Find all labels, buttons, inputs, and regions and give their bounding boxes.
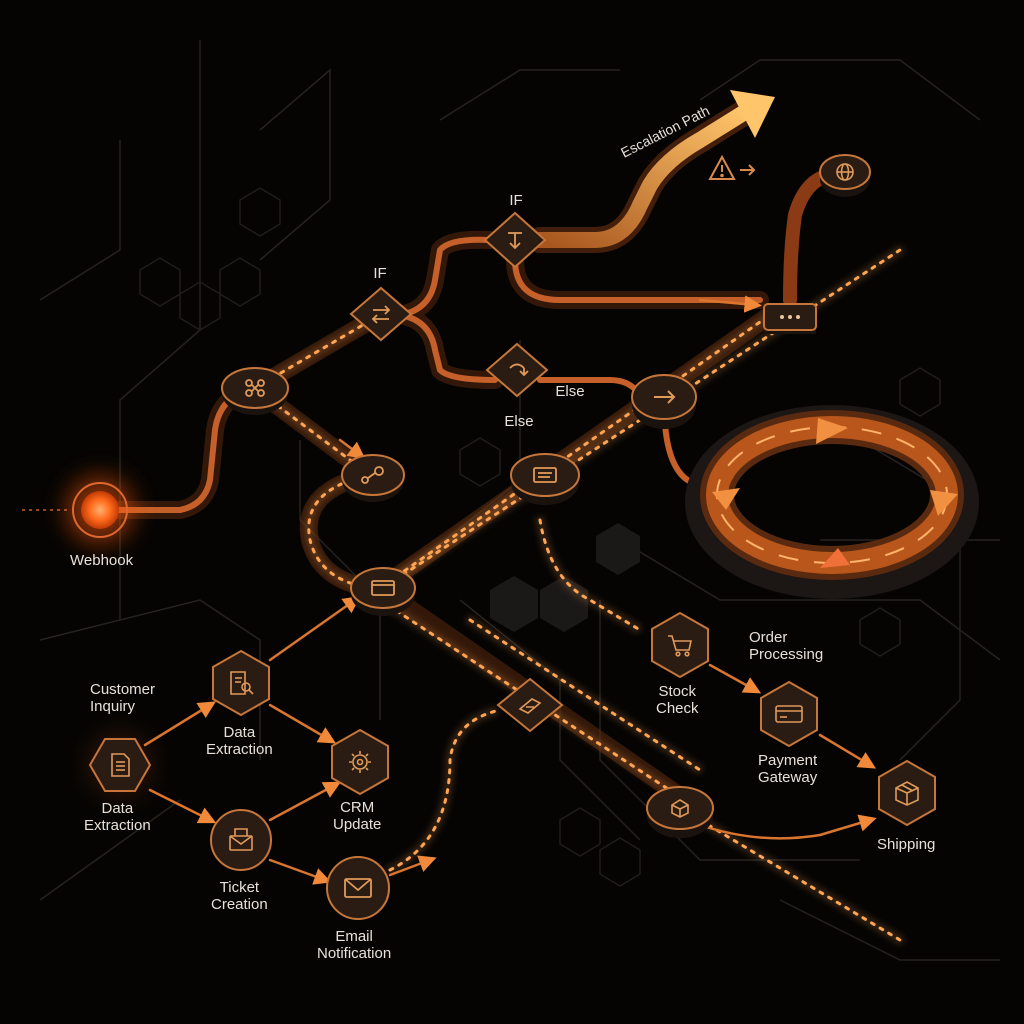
ticket-creation-label: Ticket Creation xyxy=(211,879,268,913)
if-label-top: IF xyxy=(509,192,522,209)
data-extraction-top-node[interactable] xyxy=(212,649,270,717)
node-network-icon xyxy=(245,379,265,397)
ellipsis-icon xyxy=(780,315,800,319)
if-label-mid: IF xyxy=(373,265,386,282)
if-node-top[interactable] xyxy=(483,211,547,269)
envelope-icon xyxy=(344,878,372,898)
curved-arrow-icon xyxy=(509,363,529,377)
shipping-label: Shipping xyxy=(877,836,936,853)
more-node[interactable] xyxy=(763,303,817,334)
globe-icon xyxy=(836,163,854,181)
data-extraction-left-label: Data Extraction xyxy=(84,800,151,834)
loop-cycle-icon xyxy=(685,405,979,599)
database-node[interactable] xyxy=(510,453,580,505)
document-icon xyxy=(111,753,130,777)
email-notification-label: Email Notification xyxy=(317,928,392,962)
globe-node[interactable] xyxy=(819,154,871,197)
node-hub[interactable] xyxy=(221,367,289,415)
package-icon xyxy=(671,799,689,818)
ticket-creation-node[interactable] xyxy=(210,809,272,871)
else-label-right: Else xyxy=(555,383,584,400)
split-branch-icon xyxy=(508,232,522,250)
credit-card-icon xyxy=(775,705,803,723)
payment-gateway-node[interactable] xyxy=(760,680,818,748)
escalation-path-arrow xyxy=(527,90,775,253)
order-processing-label: Order Processing xyxy=(749,629,824,663)
route-node[interactable] xyxy=(341,454,405,502)
server-card-icon xyxy=(533,467,557,483)
mail-document-icon xyxy=(229,828,253,851)
crm-update-label: CRM Update xyxy=(333,799,382,833)
package-node[interactable] xyxy=(646,786,714,838)
else-label-below: Else xyxy=(504,413,533,430)
window-icon xyxy=(371,580,395,596)
warning-triangle-icon xyxy=(708,154,756,180)
tool-diamond-icon xyxy=(518,698,542,714)
cart-icon xyxy=(668,635,692,657)
data-extraction-top-label: Data Extraction xyxy=(206,724,273,758)
email-notification-node[interactable] xyxy=(326,856,390,920)
arrow-right-icon xyxy=(654,390,676,404)
branch-path-icon xyxy=(361,466,384,484)
swap-arrows-icon xyxy=(371,305,391,324)
webhook-source[interactable] xyxy=(22,476,134,544)
crm-update-node[interactable] xyxy=(331,728,389,796)
glowing-source-icon xyxy=(81,491,119,529)
webhook-label: Webhook xyxy=(70,552,134,569)
stock-check-node[interactable] xyxy=(651,611,709,679)
customer-inquiry-label: Customer Inquiry xyxy=(90,681,156,715)
next-node[interactable] xyxy=(631,374,697,429)
if-node-mid[interactable] xyxy=(349,286,413,342)
search-document-icon xyxy=(230,671,254,695)
tool-node[interactable] xyxy=(496,677,564,733)
stock-check-label: Stock Check xyxy=(656,683,699,717)
gear-icon xyxy=(349,751,371,773)
payment-gateway-label: Payment Gateway xyxy=(758,752,818,786)
shipping-box-icon xyxy=(895,781,919,806)
shipping-node[interactable] xyxy=(878,759,936,827)
form-node[interactable] xyxy=(350,567,416,616)
else-node[interactable] xyxy=(485,342,549,398)
data-extraction-left-node[interactable] xyxy=(82,726,157,804)
background-hexagons xyxy=(139,187,941,887)
